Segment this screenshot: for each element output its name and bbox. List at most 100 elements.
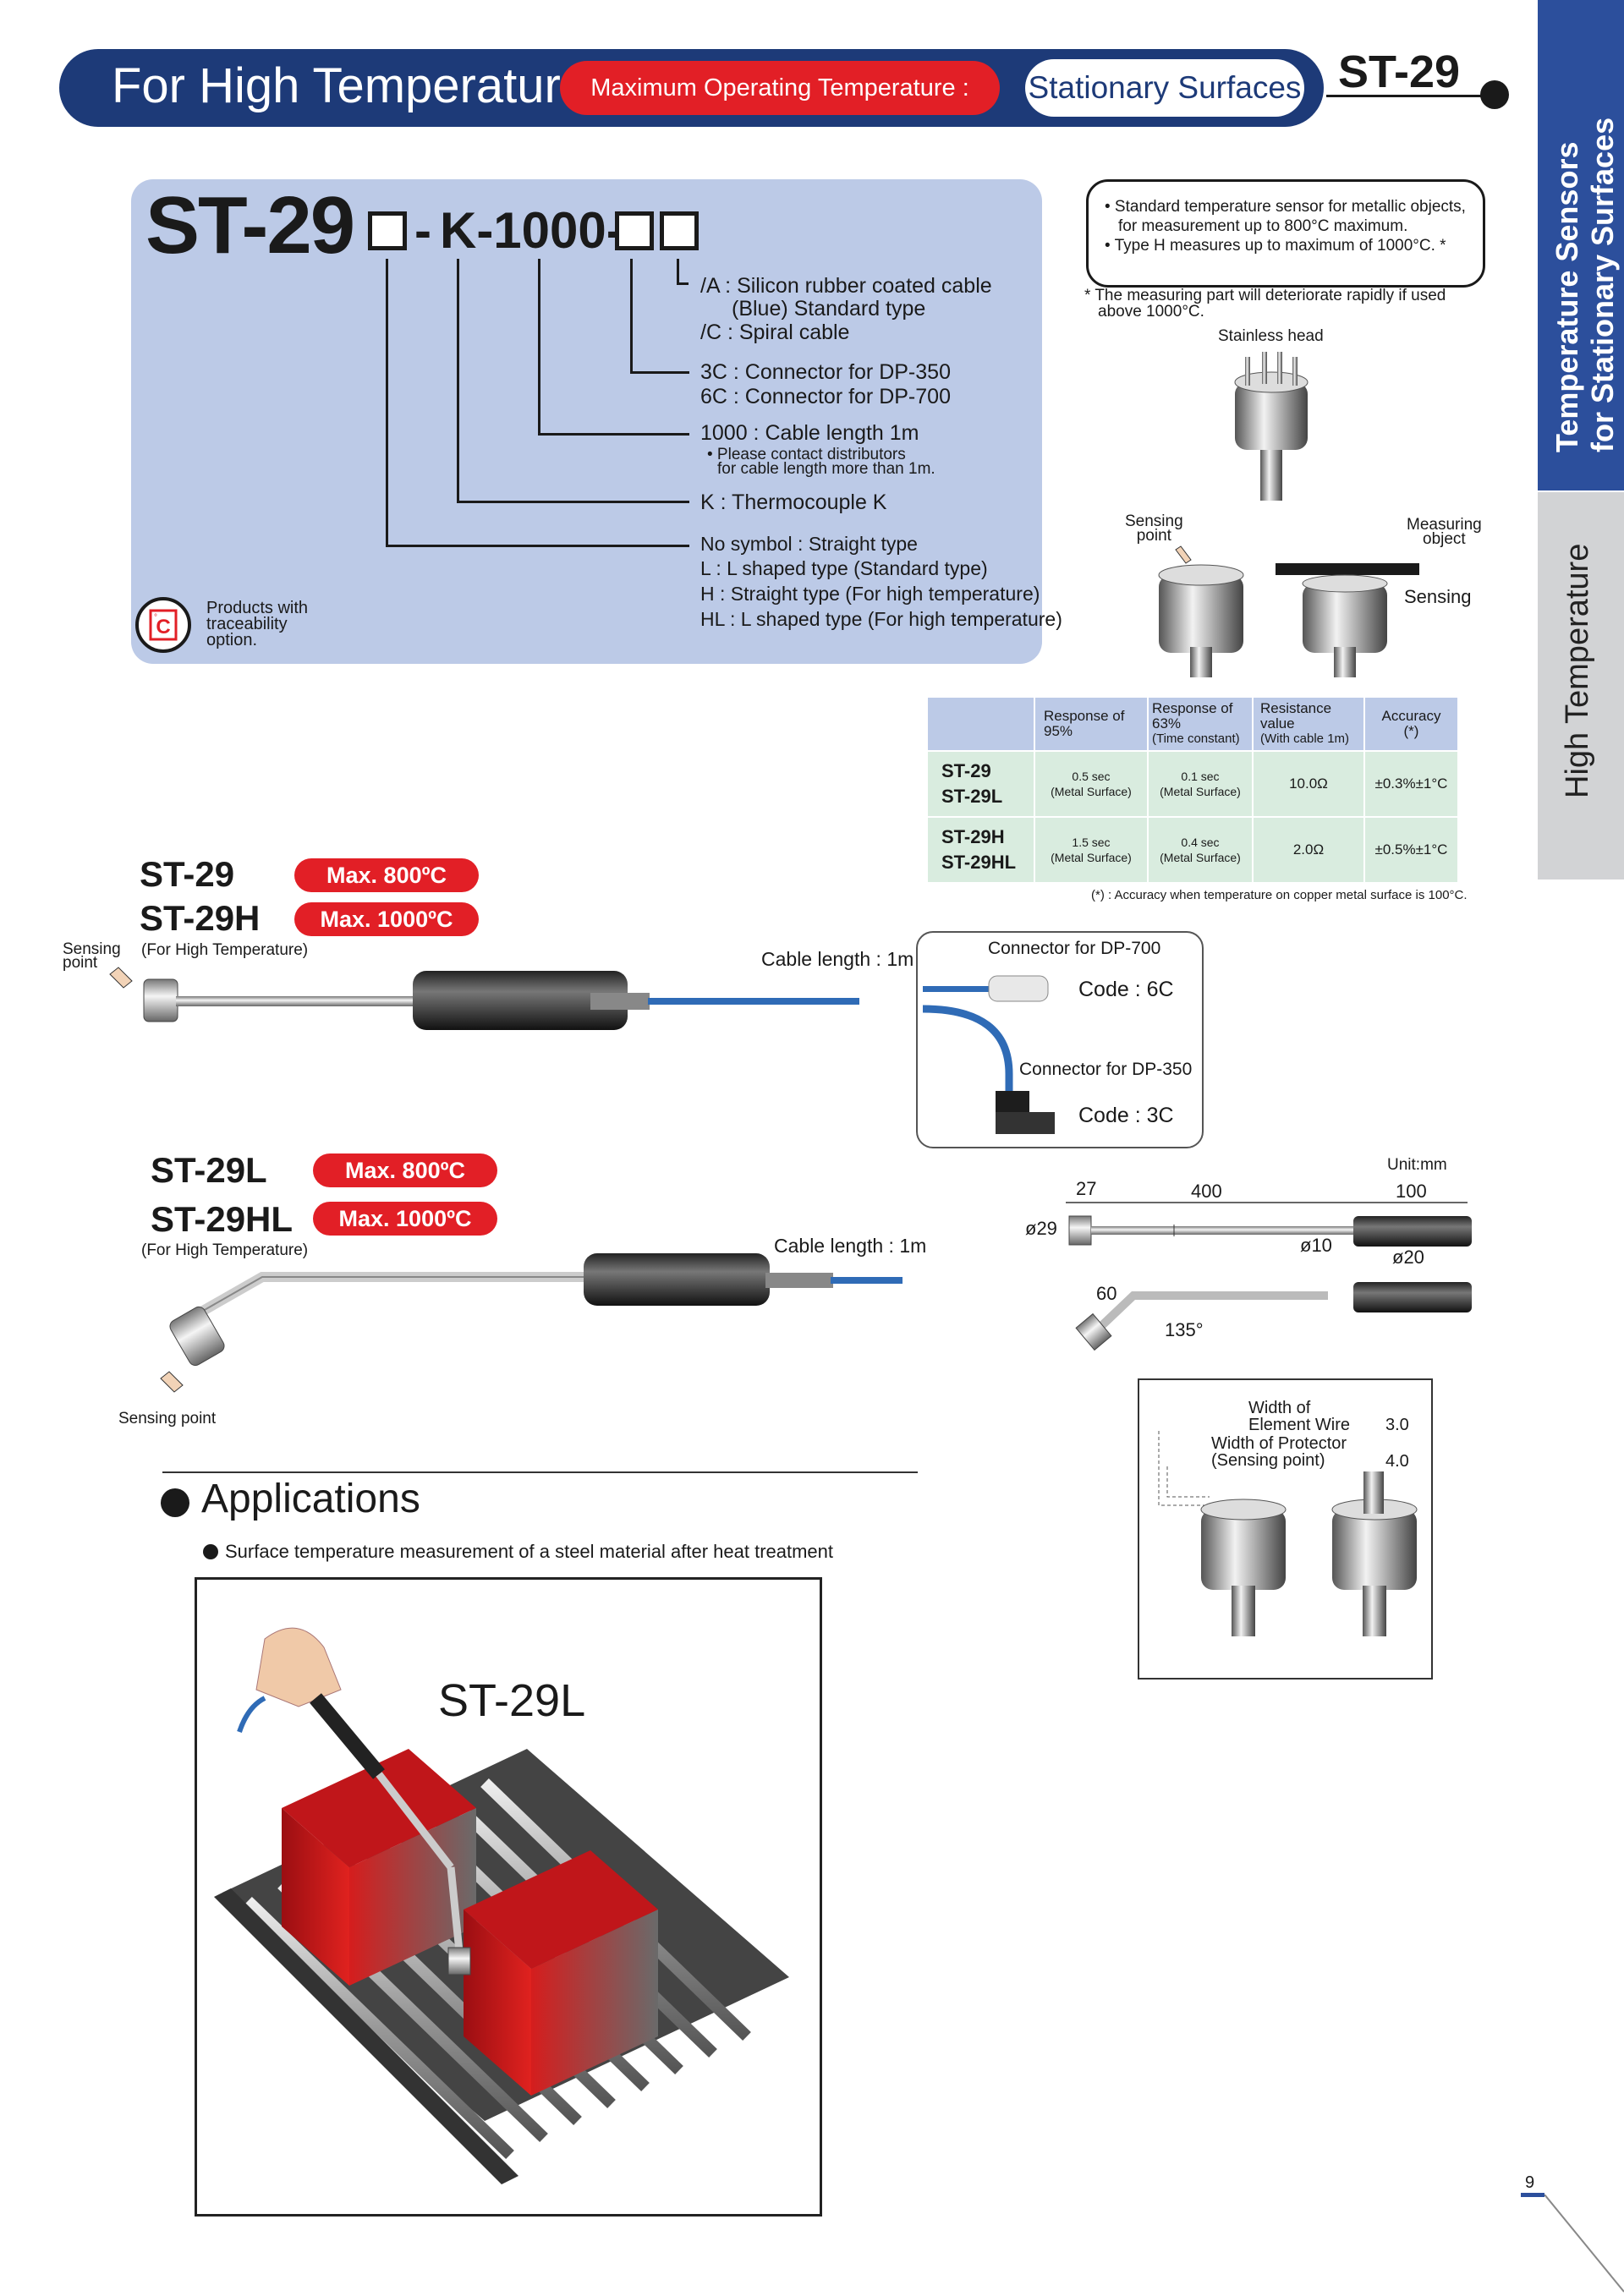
opt-cable-c: /C : Spiral cable: [700, 321, 850, 344]
protector-width-label: Width of Protector(Sensing point): [1211, 1434, 1347, 1470]
opt-shape-l: L : L shaped type (Standard type): [700, 557, 988, 579]
model-st29: ST-29: [140, 854, 235, 894]
max-800-badge: Max. 800ºC: [313, 1153, 497, 1187]
dim-60: 60: [1096, 1283, 1117, 1304]
table-header-empty: [926, 696, 1035, 752]
leader-length-h: [538, 433, 689, 436]
traceability-icon: C °: [135, 597, 191, 653]
code-mid: K-1000-: [440, 202, 623, 259]
model-st29hl: ST-29HL: [151, 1199, 294, 1239]
model-code-panel: [131, 179, 1042, 664]
table-header-cell: Accuracy(*): [1363, 696, 1459, 752]
model-underline: [1326, 95, 1492, 97]
table-cell: 0.1 sec(Metal Surface): [1147, 750, 1254, 818]
table-cell: 1.5 sec(Metal Surface): [1034, 816, 1149, 884]
svg-text:C: C: [156, 616, 170, 638]
element-wire-value: 3.0: [1385, 1416, 1409, 1434]
connector-image: [922, 975, 1055, 1134]
leader-shape: [386, 259, 388, 546]
application-model-label: ST-29L: [438, 1675, 586, 1726]
dim-27: 27: [1076, 1178, 1097, 1199]
applications-rule: [162, 1471, 918, 1473]
note-line-3: • Type H measures up to maximum of 1000°…: [1105, 237, 1446, 255]
unit-label: Unit:mm: [1387, 1156, 1447, 1174]
surface-badge: Stationary Surfaces: [1025, 59, 1304, 117]
max-800-badge: Max. 800ºC: [294, 858, 479, 892]
connector-dp700-label: Connector for DP-700: [988, 939, 1161, 958]
max-temp-badge: Maximum Operating Temperature : 1000ºC: [560, 61, 1000, 156]
application-item: Surface temperature measurement of a ste…: [225, 1541, 834, 1562]
opt-shape-hl: HL : L shaped type (For high temperature…: [700, 608, 1062, 630]
table-footnote: (*) : Accuracy when temperature on coppe…: [1091, 888, 1468, 902]
dim-phi20: ø20: [1392, 1247, 1424, 1268]
connector-box: [916, 931, 1204, 1148]
sensing-diagram-image: [1158, 545, 1419, 677]
applications-bullet-icon: [161, 1488, 189, 1517]
sensing-point-label: Sensing point: [118, 1410, 217, 1427]
application-illustration: [214, 1627, 789, 2184]
opt-cable-a-2: (Blue) Standard type: [732, 297, 926, 321]
table-cell: 10.0Ω: [1252, 750, 1365, 818]
cable-length-label: Cable length : 1m: [761, 948, 914, 970]
model-st29h: ST-29H: [140, 898, 261, 938]
section-tab-label: High Temperature: [1560, 543, 1595, 798]
table-cell: ±0.3%±1°C: [1363, 750, 1459, 818]
code-base: ST-29: [145, 180, 355, 271]
connector-dp350-label: Connector for DP-350: [1019, 1060, 1193, 1079]
notes-box: [1086, 179, 1485, 288]
dim-100: 100: [1396, 1181, 1427, 1202]
code-3c-label: Code : 3C: [1078, 1104, 1174, 1127]
opt-length-note: • Please contact distributors: [707, 446, 906, 463]
code-cable-slot: [660, 211, 699, 250]
opt-shape-h: H : Straight type (For high temperature): [700, 583, 1040, 605]
note-foot-1: * The measuring part will deteriorate ra…: [1084, 287, 1446, 304]
section-tab[interactable]: High Temperature: [1538, 492, 1624, 879]
stainless-head-label: Stainless head: [1218, 327, 1324, 345]
max-1000-badge: Max. 1000ºC: [294, 902, 479, 936]
dim-135: 135°: [1165, 1319, 1204, 1340]
category-tab-label: Temperature Sensors for Stationary Surfa…: [1550, 117, 1620, 452]
cable-length-label: Cable length : 1m: [774, 1235, 927, 1257]
leader-thermo-h: [457, 501, 689, 503]
table-cell: ±0.5%±1°C: [1363, 816, 1459, 884]
element-width-diagram: [1138, 1378, 1433, 1680]
table-cell: 0.5 sec(Metal Surface): [1034, 750, 1149, 818]
leader-thermo: [457, 259, 459, 502]
opt-conn-6c: 6C : Connector for DP-700: [700, 385, 951, 408]
leader-connector-h: [630, 371, 689, 374]
leader-cable-h: [677, 282, 689, 285]
dim-phi10: ø10: [1300, 1235, 1332, 1256]
table-cell: 0.4 sec(Metal Surface): [1147, 816, 1254, 884]
svg-text:°: °: [154, 613, 157, 622]
opt-conn-3c: 3C : Connector for DP-350: [700, 360, 951, 384]
sensor-head-images: [1158, 1431, 1418, 1636]
protector-width-value: 4.0: [1385, 1452, 1409, 1471]
code-dash: -: [414, 202, 431, 259]
opt-shape-none: No symbol : Straight type: [700, 533, 918, 555]
note-line-2: for measurement up to 800°C maximum.: [1118, 217, 1408, 235]
page-number-bar: [1521, 2193, 1544, 2197]
page-number: 9: [1525, 2173, 1535, 2192]
note-line-1: • Standard temperature sensor for metall…: [1105, 198, 1466, 216]
code-connector-slot: [615, 211, 654, 250]
high-temp-note: (For High Temperature): [141, 1241, 309, 1259]
opt-cable-a: /A : Silicon rubber coated cable: [700, 274, 992, 298]
model-title: ST-29: [1338, 47, 1461, 97]
table-cell: 2.0Ω: [1252, 816, 1365, 884]
code-shape-slot: [368, 211, 407, 250]
model-st29l: ST-29L: [151, 1150, 267, 1190]
opt-length-note-2: for cable length more than 1m.: [717, 460, 935, 478]
category-tab[interactable]: Temperature Sensors for Stationary Surfa…: [1538, 0, 1624, 490]
note-foot-2: above 1000°C.: [1098, 303, 1204, 321]
model-bullet-icon: [1480, 80, 1509, 109]
